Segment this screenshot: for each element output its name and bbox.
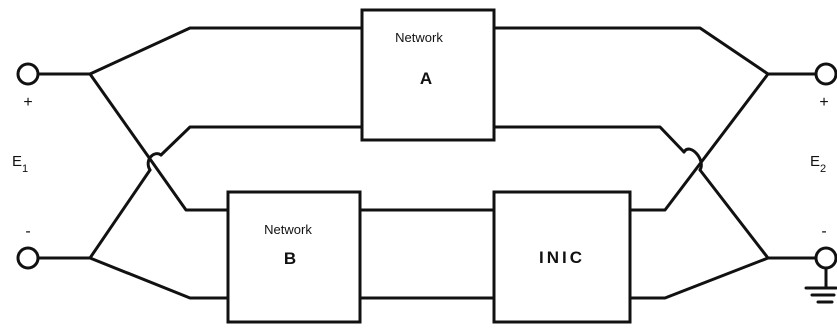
input-plus-sign: +	[23, 94, 32, 111]
inic-label: INIC	[539, 248, 585, 267]
output-minus-terminal	[814, 246, 837, 270]
network-a-title: Network	[395, 30, 443, 45]
output-voltage-label: E2	[810, 153, 826, 175]
output-plus-terminal	[814, 62, 837, 86]
network-a-letter: A	[420, 69, 432, 88]
crossover-hump-left	[146, 152, 163, 172]
output-voltage-letter: E	[810, 153, 820, 170]
input-minus-terminal	[16, 246, 40, 270]
input-plus-terminal	[16, 62, 40, 86]
output-voltage-subscript: 2	[820, 163, 826, 175]
input-voltage-label: E1	[12, 153, 28, 175]
input-minus-sign: -	[25, 223, 30, 240]
output-plus-sign: +	[819, 94, 828, 111]
network-a-box	[360, 8, 496, 142]
crossover-hump-right	[682, 147, 703, 172]
inic-box	[492, 190, 632, 324]
output-minus-sign: -	[821, 223, 826, 240]
ground-icon	[804, 266, 837, 304]
input-voltage-letter: E	[12, 153, 22, 170]
wire-left-top-to-b-top	[88, 72, 230, 212]
wire-inic-top-to-right-top	[628, 72, 770, 212]
wire-a-top-to-right-top	[492, 26, 820, 76]
network-b-letter: B	[284, 249, 296, 268]
network-b-title: Network	[264, 222, 312, 237]
network-b-box	[226, 190, 362, 324]
wire-left-bottom-to-b-bottom	[88, 256, 230, 300]
wire-left-top-to-a-top	[36, 26, 364, 76]
input-voltage-subscript: 1	[22, 163, 28, 175]
wire-inic-bottom-to-right-bottom	[628, 256, 770, 300]
